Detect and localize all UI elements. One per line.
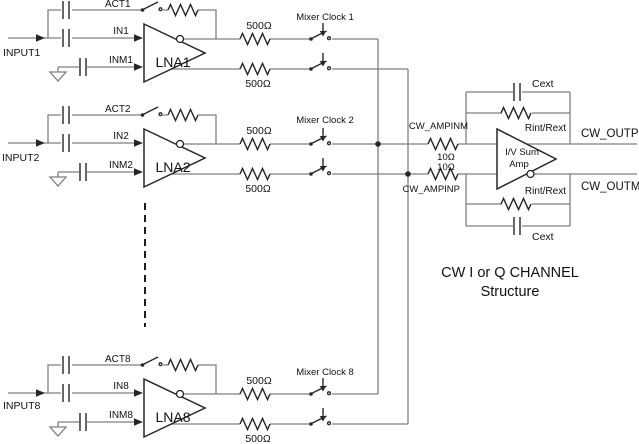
in1-label: IN1 <box>113 26 129 37</box>
lna8-label: LNA8 <box>155 409 190 425</box>
inm1-label: INM1 <box>109 55 133 66</box>
r500-bottom-1-label: 500Ω <box>245 78 271 90</box>
r500-bottom-8-label: 500Ω <box>245 433 271 444</box>
act8-label: ACT8 <box>105 354 131 365</box>
act1-label: ACT1 <box>105 0 131 10</box>
sum-amp-name-line1: I/V Sum <box>505 147 539 158</box>
rint-rext-top-label: Rint/Rext <box>525 123 566 134</box>
sum-amp-name-line2: Amp <box>509 159 529 170</box>
cext-bottom-capacitor-icon <box>513 216 521 236</box>
cw-ampinm-label: CW_AMPINM <box>409 121 468 132</box>
lna2-label: LNA2 <box>155 159 190 175</box>
mixer-clock-8-label: Mixer Clock 8 <box>296 367 354 378</box>
cw-sum-amp-section: CW_AMPINM CW_AMPINP 10Ω 10Ω Cext Rint/Re… <box>402 78 639 243</box>
cw-ampinp-label: CW_AMPINP <box>402 184 460 195</box>
channel-1: INPUT1 ACT1 IN1 INM1 LNA1 500Ω 500Ω Mixe… <box>3 0 408 90</box>
junction-dot-plus <box>405 171 411 177</box>
input8-label: INPUT8 <box>3 400 41 412</box>
cext-top-capacitor-icon <box>513 82 521 102</box>
cw-outm-label: CW_OUTM <box>581 181 639 193</box>
cext-bottom-label: Cext <box>532 231 554 243</box>
in2-label: IN2 <box>113 131 129 142</box>
rint-rext-bottom-resistor-icon <box>500 197 532 211</box>
inm8-label: INM8 <box>109 410 133 421</box>
caption-line1: CW I or Q CHANNEL <box>441 265 579 281</box>
in8-label: IN8 <box>113 381 129 392</box>
junction-dot-minus <box>375 141 381 147</box>
sum-amp-wires <box>465 91 637 227</box>
mixer-clock-1-label: Mixer Clock 1 <box>296 12 354 23</box>
summing-buses <box>375 39 411 424</box>
r500-top-1-label: 500Ω <box>246 20 272 32</box>
r500-top-8-label: 500Ω <box>246 375 272 387</box>
input2-label: INPUT2 <box>2 152 40 164</box>
mixer-clock-2-label: Mixer Clock 2 <box>296 115 354 126</box>
channel-8: INPUT8 ACT8 IN8 INM8 LNA8 500Ω 500Ω Mixe… <box>3 354 408 444</box>
r10-top-icon <box>427 137 459 151</box>
channel-2-tail-wires <box>332 143 497 175</box>
channel-2: INPUT2 ACT2 IN2 INM2 LNA2 500Ω 500Ω Mixe… <box>2 104 497 195</box>
r10-bottom-label: 10Ω <box>437 162 455 173</box>
rint-rext-top-resistor-icon <box>500 106 532 120</box>
inm2-label: INM2 <box>109 160 133 171</box>
r10-top-label: 10Ω <box>437 152 455 163</box>
rint-rext-bottom-label: Rint/Rext <box>525 186 566 197</box>
caption-line2: Structure <box>481 284 540 300</box>
channel-8-tail-wires <box>332 393 408 425</box>
cw-outp-label: CW_OUTP <box>581 128 639 140</box>
caption: CW I or Q CHANNEL Structure <box>441 265 579 300</box>
r500-bottom-2-label: 500Ω <box>245 183 271 195</box>
act2-label: ACT2 <box>105 104 131 115</box>
lna1-label: LNA1 <box>155 54 190 70</box>
sum-amp-inversion-bubble <box>526 169 535 179</box>
cext-top-label: Cext <box>532 78 554 90</box>
channel-1-tail-wires <box>332 38 408 70</box>
input1-label: INPUT1 <box>3 47 41 59</box>
r500-top-2-label: 500Ω <box>246 125 272 137</box>
